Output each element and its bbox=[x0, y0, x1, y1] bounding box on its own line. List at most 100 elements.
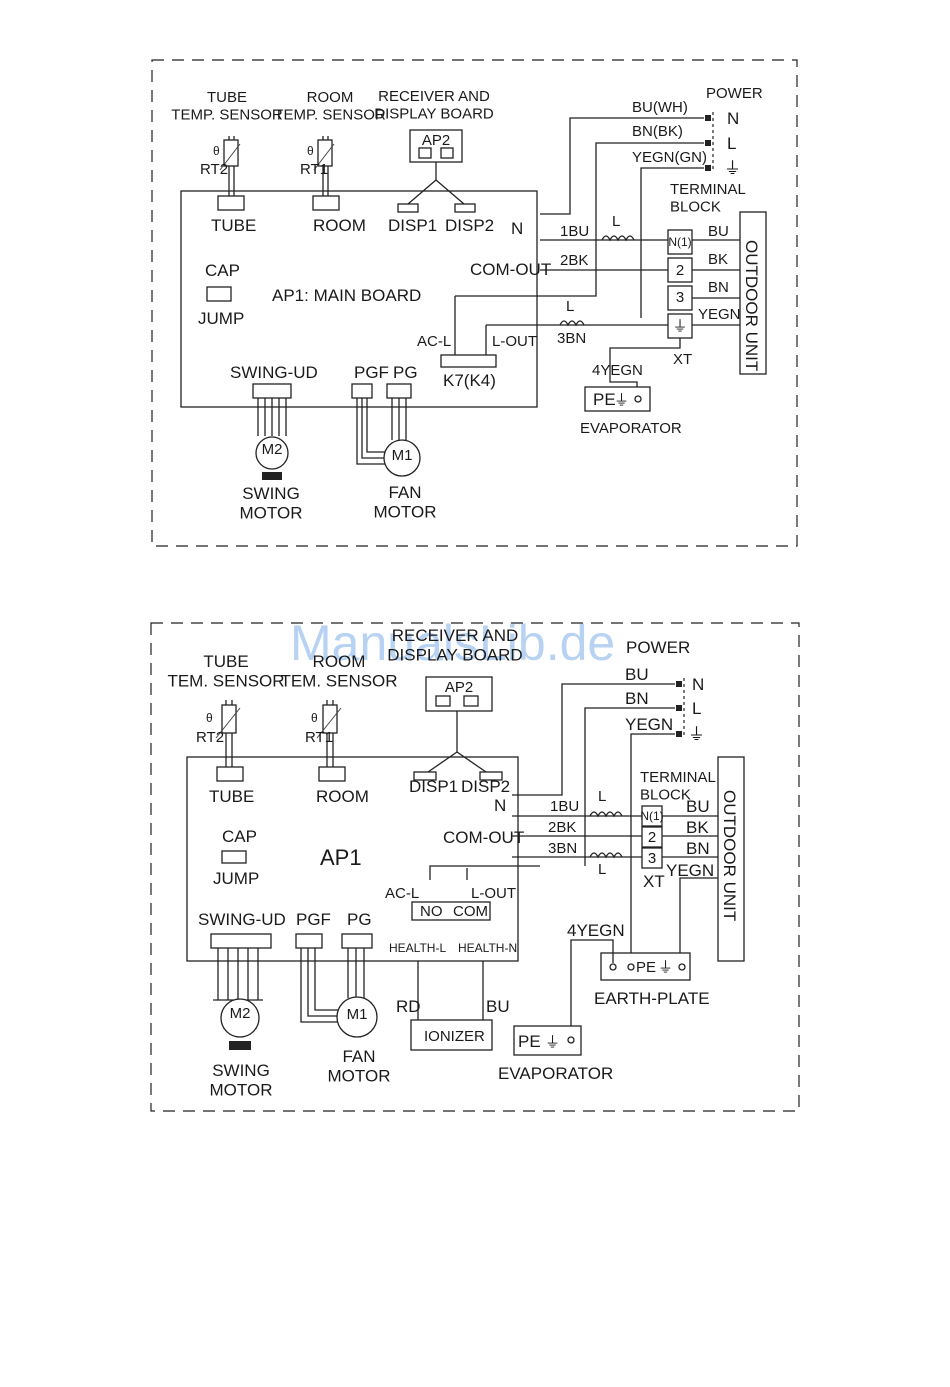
swing-ud-label: SWING-UD bbox=[230, 363, 318, 382]
out-bn-label: BN bbox=[686, 839, 710, 858]
rt1-thermistor: RT1 θ bbox=[300, 136, 340, 211]
bn-bk-label: BN(BK) bbox=[632, 123, 683, 140]
out-bk-label: BK bbox=[708, 251, 728, 268]
power-label: POWER bbox=[626, 638, 690, 657]
pgf-connector bbox=[351, 383, 373, 399]
xt-label: XT bbox=[643, 872, 665, 891]
wire-2bk-label: 2BK bbox=[548, 819, 576, 836]
pg-connector bbox=[341, 933, 373, 949]
ap2-label: AP2 bbox=[445, 679, 473, 696]
terminal-n1: N(1) bbox=[640, 809, 663, 823]
k7-label: K7(K4) bbox=[443, 371, 496, 390]
rt1-thermistor: RT1 θ bbox=[305, 700, 346, 782]
out-yegn-label: YEGN bbox=[698, 306, 741, 323]
tube-connector bbox=[217, 195, 245, 211]
room-connector bbox=[318, 766, 346, 782]
yegn4-label: 4YEGN bbox=[567, 921, 625, 940]
theta-symbol: θ bbox=[206, 711, 213, 725]
terminal-n1: N(1) bbox=[668, 235, 691, 249]
relay-box bbox=[411, 901, 491, 921]
earth-ground-symbol: ⏚ bbox=[658, 959, 673, 976]
m2-label: M2 bbox=[262, 441, 283, 458]
evaporator-label: EVAPORATOR bbox=[498, 1064, 613, 1083]
room-port-label: ROOM bbox=[313, 216, 366, 235]
bu-label: BU bbox=[625, 665, 649, 684]
bn-label: BN bbox=[625, 689, 649, 708]
disp2-label: DISP2 bbox=[445, 216, 494, 235]
out-bu-label: BU bbox=[708, 223, 729, 240]
choke-l-top: L bbox=[612, 213, 620, 230]
xt-label: XT bbox=[673, 351, 692, 368]
ionizer-box bbox=[410, 1019, 493, 1051]
tube-connector bbox=[216, 766, 244, 782]
out-bk-label: BK bbox=[686, 818, 709, 837]
rt2-label: RT2 bbox=[200, 161, 228, 178]
ac-l-label: AC-L bbox=[417, 333, 451, 350]
rt1-label: RT1 bbox=[300, 161, 328, 178]
terminal-2: 2 bbox=[648, 829, 656, 846]
choke-l-bottom: L bbox=[566, 298, 574, 315]
room-connector bbox=[312, 195, 340, 211]
rd-label: RD bbox=[396, 997, 421, 1016]
cap-label: CAP bbox=[222, 827, 257, 846]
terminal-3: 3 bbox=[676, 289, 684, 306]
swing-connector bbox=[252, 383, 292, 399]
ionizer-label: IONIZER bbox=[424, 1028, 485, 1045]
power-n-label: N bbox=[727, 109, 739, 128]
out-yegn-label: YEGN bbox=[666, 861, 714, 880]
bu-wh-label: BU(WH) bbox=[632, 99, 688, 116]
relay-no-label: NO bbox=[420, 903, 443, 920]
terminal-3: 3 bbox=[648, 850, 656, 867]
outdoor-unit bbox=[717, 756, 745, 962]
ap2-label: AP2 bbox=[422, 132, 450, 149]
wire-1bu-label: 1BU bbox=[560, 223, 589, 240]
evaporator-ground-symbol: ⏚ bbox=[614, 392, 629, 409]
power-l-label: L bbox=[692, 699, 701, 718]
pg-label: PG bbox=[393, 363, 418, 382]
rt2-thermistor: RT2 θ bbox=[196, 700, 244, 782]
wire-3bn-label: 3BN bbox=[548, 840, 577, 857]
out-bu-label: BU bbox=[686, 797, 710, 816]
pgf-connector bbox=[295, 933, 323, 949]
com-out-label: COM-OUT bbox=[443, 828, 524, 847]
ap2-board: AP2 bbox=[413, 676, 503, 781]
tube-port-label: TUBE bbox=[209, 787, 254, 806]
outdoor-unit bbox=[739, 211, 767, 375]
swing-motor-m2: M2 bbox=[213, 948, 263, 1050]
jump-label: JUMP bbox=[213, 869, 259, 888]
terminal-ground: ⏚ bbox=[672, 318, 687, 335]
tube-port-label: TUBE bbox=[211, 216, 256, 235]
rt2-thermistor: RT2 θ bbox=[200, 136, 245, 211]
m1-label: M1 bbox=[347, 1006, 368, 1023]
cap-jump-connector bbox=[221, 850, 247, 864]
ap2-board: AP2 bbox=[397, 129, 476, 213]
health-l-label: HEALTH-L bbox=[389, 941, 446, 955]
room-port-label: ROOM bbox=[316, 787, 369, 806]
rt1-label: RT1 bbox=[305, 729, 333, 746]
power-ground-label: ⏚ bbox=[724, 159, 741, 178]
yegn-label: YEGN bbox=[625, 715, 673, 734]
l-out-label: L-OUT bbox=[492, 333, 537, 350]
l-out-label: L-OUT bbox=[471, 885, 516, 902]
cap-jump-connector bbox=[206, 286, 232, 302]
choke-l-bottom: L bbox=[598, 861, 606, 878]
outdoor-unit-label: OUTDOOR UNIT bbox=[720, 790, 739, 921]
health-n-label: HEALTH-N bbox=[458, 941, 517, 955]
watermark: ManualsLib.de bbox=[290, 615, 615, 671]
swing-motor-m2: M2 bbox=[255, 398, 289, 480]
power-ground-label: ⏚ bbox=[688, 725, 705, 744]
com-out-label: COM-OUT bbox=[470, 260, 551, 279]
terminal-2: 2 bbox=[676, 262, 684, 279]
disp2-label: DISP2 bbox=[461, 777, 510, 796]
evaporator-ground-symbol: ⏚ bbox=[545, 1034, 560, 1051]
main-board bbox=[180, 190, 538, 408]
terminal-block: N(1) 2 3 bbox=[640, 805, 664, 869]
